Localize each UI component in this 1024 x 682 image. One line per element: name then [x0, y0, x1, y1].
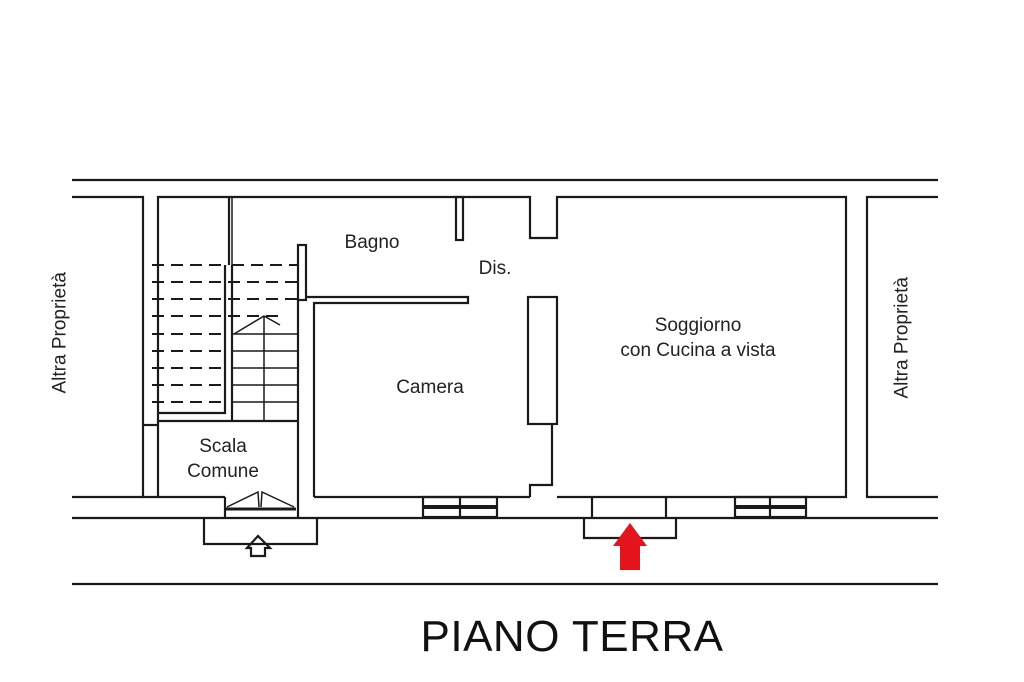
stair-inner-wall — [158, 265, 227, 415]
bagno-label: Bagno — [344, 232, 400, 253]
camera-top-wall — [306, 295, 470, 497]
living-window — [733, 495, 808, 519]
bagno-stub-wall — [454, 195, 465, 242]
main-outer-wall — [156, 195, 848, 499]
living-entrance-door — [590, 497, 668, 517]
stair-upper-flight — [152, 264, 298, 403]
camera-label: Camera — [396, 377, 464, 398]
dis-label: Dis. — [478, 258, 512, 279]
right-neighbor-label: Altra Proprietà — [891, 277, 913, 399]
stair-lower-flight — [232, 315, 298, 420]
stair-entry-step — [202, 518, 319, 546]
left-neighbor-label: Altra Proprietà — [49, 272, 71, 394]
camera-right-wall — [528, 424, 554, 497]
scala-comune-label: Scala Comune — [162, 434, 284, 484]
camera-window — [421, 495, 499, 519]
bagno-partition — [296, 243, 308, 302]
soggiorno-label-line1: Soggiorno — [654, 315, 742, 336]
comune-label: Comune — [187, 461, 259, 482]
soggiorno-label: Soggiorno con Cucina a vista — [588, 313, 808, 363]
scala-label: Scala — [199, 436, 247, 457]
entrance-arrow-icon — [613, 523, 647, 570]
plan-title: PIANO TERRA — [420, 612, 724, 661]
soggiorno-label-line2: con Cucina a vista — [620, 340, 776, 361]
left-neighbor-wall — [72, 195, 145, 499]
wardrobe-partition — [526, 295, 559, 426]
stair-entry-arrow-icon — [244, 534, 273, 558]
stair-entrance-door — [223, 490, 296, 517]
right-neighbor-wall — [865, 195, 938, 499]
